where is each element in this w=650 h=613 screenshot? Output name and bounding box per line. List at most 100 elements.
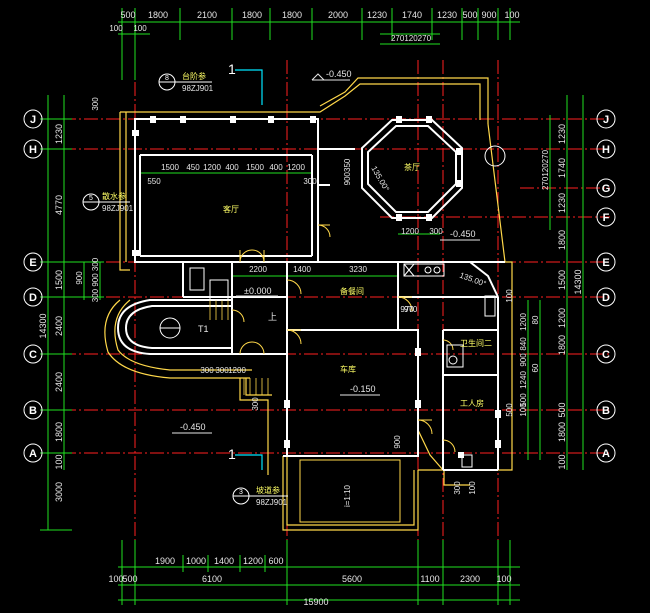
svg-text:-0.150: -0.150	[350, 384, 376, 394]
svg-text:100: 100	[108, 574, 123, 584]
toilet-icon	[446, 344, 464, 368]
svg-text:1800: 1800	[54, 422, 64, 442]
grid-bubble-h: H	[23, 139, 43, 159]
svg-text:6100: 6100	[202, 574, 222, 584]
grid-bubble-a-right: A	[596, 443, 616, 463]
door-swings	[231, 224, 456, 453]
grid-bubble-e: E	[23, 252, 43, 272]
svg-text:100: 100	[468, 481, 477, 495]
svg-text:C: C	[602, 349, 610, 361]
svg-text:100: 100	[109, 24, 123, 33]
svg-text:1500: 1500	[54, 270, 64, 290]
svg-text:300: 300	[303, 177, 317, 186]
svg-text:500: 500	[519, 393, 528, 407]
top-dimension-chain: 500 1800 2100 1800 1800 2000 1230 1740 1…	[109, 10, 519, 43]
svg-text:1200: 1200	[243, 556, 263, 566]
svg-text:1400: 1400	[214, 556, 234, 566]
axis-lines	[40, 60, 610, 560]
svg-text:坡道参: 坡道参	[256, 485, 280, 495]
level-marks: -0.450 -0.450 ±0.000 -0.150 -0.450	[172, 69, 480, 434]
grid-bubble-c: C	[23, 344, 43, 364]
svg-text:-0.450: -0.450	[326, 69, 352, 79]
svg-text:1230: 1230	[54, 124, 64, 144]
svg-text:1100: 1100	[420, 574, 439, 584]
sink-icon	[484, 295, 496, 317]
section-cut-labels: 1 1	[228, 61, 236, 462]
svg-text:900: 900	[75, 271, 84, 285]
svg-text:2300: 2300	[460, 574, 480, 584]
svg-text:3: 3	[239, 489, 243, 496]
svg-text:B: B	[29, 405, 37, 417]
svg-text:1200: 1200	[519, 313, 528, 331]
svg-text:C: C	[29, 349, 37, 361]
svg-text:400: 400	[269, 163, 283, 172]
svg-text:100: 100	[519, 403, 528, 417]
svg-text:14300: 14300	[38, 313, 48, 338]
svg-text:1200: 1200	[557, 308, 567, 328]
misc-labels: 上 T1 i=1:10 970	[198, 305, 418, 507]
section-marks	[235, 69, 263, 470]
svg-text:1740: 1740	[402, 10, 422, 20]
window-marks	[132, 116, 501, 458]
svg-text:300: 300	[91, 97, 100, 111]
svg-text:2400: 2400	[54, 372, 64, 392]
bottom-dimension-chain: 1900 1000 1400 1200 600 100 500 6100 560…	[108, 556, 511, 607]
grid-bubbles-right: J H G F E D C B A	[596, 109, 616, 463]
svg-text:±0.000: ±0.000	[244, 286, 271, 296]
grid-bubble-e-right: E	[596, 252, 616, 272]
svg-text:98ZJ901: 98ZJ901	[102, 204, 134, 213]
svg-text:1500: 1500	[246, 163, 264, 172]
svg-text:970: 970	[404, 305, 418, 314]
svg-text:1740: 1740	[557, 158, 567, 178]
grid-bubble-c-right: C	[596, 344, 616, 364]
walls	[116, 118, 505, 471]
svg-text:100: 100	[504, 10, 519, 20]
grid-bubble-d: D	[23, 287, 43, 307]
round-column-icon	[484, 145, 506, 167]
toilet-icon	[189, 267, 205, 291]
svg-text:1200: 1200	[287, 163, 305, 172]
svg-text:450: 450	[186, 163, 200, 172]
svg-text:3000: 3000	[54, 482, 64, 502]
grid-bubble-j-right: J	[596, 109, 616, 129]
svg-text:H: H	[602, 144, 610, 156]
svg-text:1230: 1230	[367, 10, 387, 20]
svg-text:500: 500	[505, 403, 514, 417]
room-label-bath: 卫生间二	[460, 338, 492, 348]
svg-text:G: G	[602, 183, 611, 195]
svg-text:500: 500	[462, 10, 477, 20]
svg-text:1400: 1400	[293, 265, 311, 274]
svg-text:900: 900	[519, 353, 528, 367]
svg-text:100: 100	[496, 574, 511, 584]
counter-icon	[403, 263, 445, 277]
grid-bubble-b-right: B	[596, 400, 616, 420]
svg-text:J: J	[30, 114, 36, 126]
svg-text:5600: 5600	[342, 574, 362, 584]
grid-bubble-h-right: H	[596, 139, 616, 159]
svg-text:1500: 1500	[557, 270, 567, 290]
svg-text:900: 900	[393, 435, 402, 449]
svg-text:3230: 3230	[349, 265, 367, 274]
svg-text:2000: 2000	[328, 10, 348, 20]
svg-text:H: H	[29, 144, 37, 156]
svg-text:1000: 1000	[186, 556, 206, 566]
svg-text:1200: 1200	[203, 163, 221, 172]
room-label-garage: 车库	[340, 364, 356, 374]
svg-text:1800: 1800	[557, 335, 567, 355]
room-label-living: 客厅	[223, 204, 239, 214]
svg-text:1200: 1200	[228, 366, 246, 375]
svg-text:A: A	[602, 448, 610, 460]
grid-bubble-j: J	[23, 109, 43, 129]
svg-text:100: 100	[54, 454, 64, 469]
svg-text:300: 300	[215, 366, 229, 375]
room-label-storage: 备餐间	[340, 286, 364, 296]
left-dimension-chain: 1230 4770 1500 2400 2400 1800 100 3000 1…	[38, 97, 100, 502]
svg-text:550: 550	[147, 177, 161, 186]
svg-text:500: 500	[120, 10, 135, 20]
svg-text:500: 500	[557, 402, 567, 417]
svg-text:1900: 1900	[155, 556, 175, 566]
svg-text:1: 1	[228, 446, 236, 462]
svg-text:300: 300	[200, 366, 214, 375]
svg-text:A: A	[29, 448, 37, 460]
